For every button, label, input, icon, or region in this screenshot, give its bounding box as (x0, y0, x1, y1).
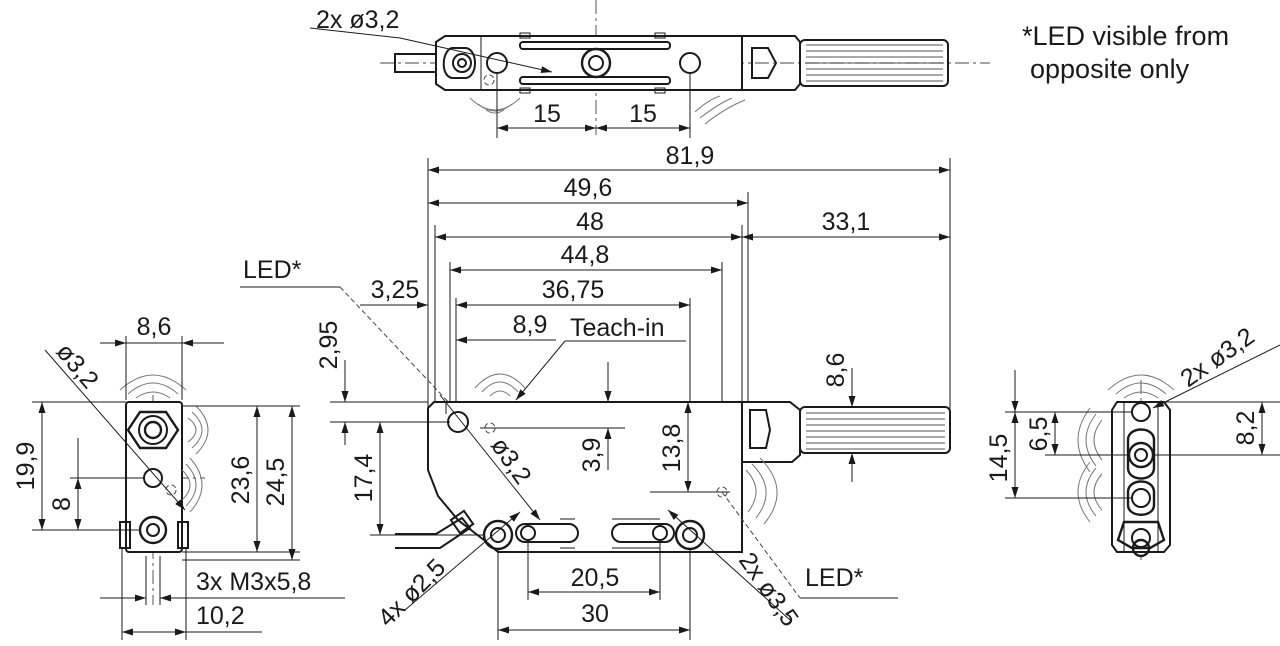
dim-overall-length: 81,9 (666, 142, 715, 170)
top-view: 15 15 2x ø3,2 *LED visible from opposite… (309, 0, 1229, 138)
dim-left-height-24-5: 24,5 (262, 458, 290, 507)
callout-mount-holes: 4x ø2,5 (372, 553, 451, 632)
dim-slot-spacing: 20,5 (571, 564, 620, 592)
top-hole-center (580, 47, 612, 79)
led-note-line2: opposite only (1030, 54, 1190, 84)
dim-height-13-8: 13,8 (658, 424, 686, 473)
dim-left-height-23-6: 23,6 (227, 456, 255, 505)
callout-right-holes: 2x ø3,2 (1175, 322, 1259, 393)
led-note-line1: *LED visible from (1022, 21, 1229, 51)
dim-length-49-6: 49,6 (564, 174, 613, 202)
dim-right-height-8-2: 8,2 (1232, 411, 1260, 446)
dim-top-spacing-left: 15 (533, 100, 561, 128)
dim-left-width-bottom: 10,2 (196, 602, 245, 630)
dim-top-spacing-right: 15 (629, 100, 657, 128)
dim-offset-3-25: 3,25 (371, 276, 420, 304)
left-side-view: 8,6 ø3,2 19,9 8 23,6 24,5 3x M3x5,8 10,2 (12, 313, 345, 640)
dim-height-3-9: 3,9 (578, 438, 606, 473)
dim-right-height-14-5: 14,5 (985, 434, 1013, 483)
dim-hole-spacing: 30 (581, 600, 609, 628)
led-label-right: LED* (805, 564, 864, 592)
dim-cable-dia: 8,6 (822, 353, 850, 388)
led-emission-arcs (469, 95, 746, 125)
dim-length-44-8: 44,8 (561, 241, 610, 269)
dim-right-height-6-5: 6,5 (1025, 417, 1053, 452)
dim-height-2-95: 2,95 (315, 321, 343, 370)
teach-in-label: Teach-in (570, 314, 665, 342)
dim-left-height-8: 8 (48, 497, 76, 511)
dim-teach-offset: 8,9 (513, 311, 548, 339)
dim-length-48: 48 (576, 208, 604, 236)
dim-cable-length: 33,1 (822, 208, 871, 236)
led-label-left: LED* (243, 256, 302, 284)
dim-height-17-4: 17,4 (350, 454, 378, 503)
front-view: 81,9 49,6 48 33,1 44,8 36,75 3,25 8,9 Te… (240, 142, 951, 640)
dim-left-height-19-9: 19,9 (12, 442, 40, 491)
callout-left-thread: 3x M3x5,8 (196, 568, 311, 596)
right-side-view: 2x ø3,2 14,5 6,5 8,2 (985, 322, 1280, 560)
dim-left-width-top: 8,6 (137, 313, 172, 341)
callout-top-holes: 2x ø3,2 (316, 6, 399, 34)
dim-length-36-75: 36,75 (542, 276, 605, 304)
